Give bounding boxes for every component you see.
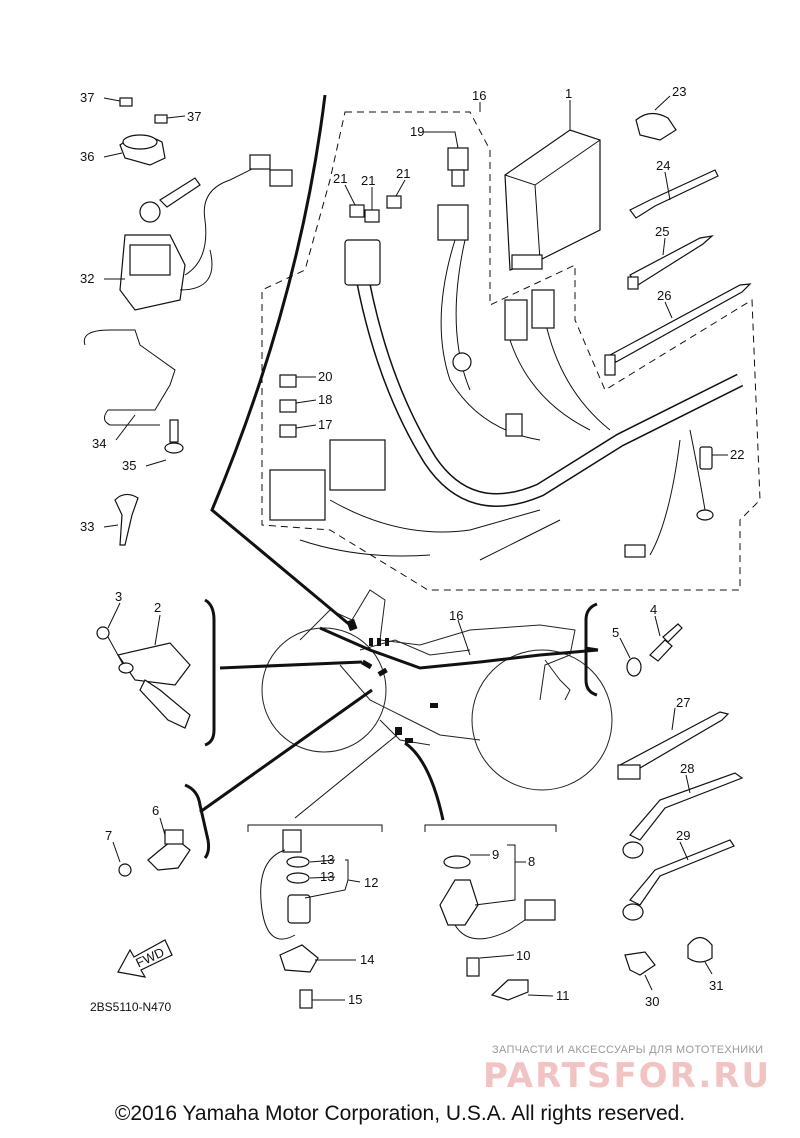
callout-21-c: 21	[396, 166, 410, 181]
callout-28: 28	[680, 761, 694, 776]
forward-arrow-icon: FWD	[117, 939, 173, 978]
callout-9: 9	[492, 847, 499, 862]
callout-36: 36	[80, 149, 94, 164]
band-24	[629, 169, 719, 219]
callout-26: 26	[657, 288, 671, 303]
callout-35: 35	[122, 458, 136, 473]
callout-19: 19	[410, 124, 424, 139]
cable-ties-27-31	[617, 711, 744, 976]
copyright-notice: ©2016 Yamaha Motor Corporation, U.S.A. A…	[114, 1102, 686, 1125]
cable-tie-25	[627, 235, 714, 290]
group-leader-lines	[199, 94, 599, 821]
callout-27: 27	[676, 695, 690, 710]
connector-markers	[346, 618, 438, 743]
sensor-12-assembly	[260, 829, 319, 1009]
callout-14: 14	[360, 952, 374, 967]
relays-17-18-20	[279, 374, 297, 438]
callout-8: 8	[528, 854, 535, 869]
watermark-tagline: ЗАПЧАСТИ И АКСЕССУАРЫ ДЛЯ МОТОТЕХНИКИ	[492, 1044, 764, 1056]
watermark-logo: PARTSFOR.RU	[483, 1056, 772, 1096]
callout-21-a: 21	[333, 171, 347, 186]
callout-20: 20	[318, 369, 332, 384]
switch-4-assembly	[626, 623, 683, 677]
callout-5: 5	[612, 625, 619, 640]
callout-24: 24	[656, 158, 670, 173]
sensor-8-assembly	[439, 855, 556, 1001]
fwd-label: FWD	[133, 944, 166, 970]
callout-33: 33	[80, 519, 94, 534]
callout-13-lower: 13	[320, 869, 334, 884]
callout-4: 4	[650, 602, 657, 617]
callout-2: 2	[154, 600, 161, 615]
callout-29: 29	[676, 828, 690, 843]
callout-10: 10	[516, 948, 530, 963]
motorcycle-outline	[261, 589, 613, 791]
wire-harness	[299, 239, 744, 561]
callout-32: 32	[80, 271, 94, 286]
harness-group-boundary	[261, 111, 761, 591]
callout-11: 11	[556, 988, 570, 1003]
clamp-23	[635, 112, 677, 141]
callout-23: 23	[672, 84, 686, 99]
callout-16-top: 16	[472, 88, 486, 103]
callout-12: 12	[364, 875, 378, 890]
main-switch-assembly	[83, 97, 293, 546]
fuse-connector-19	[447, 147, 469, 187]
harness-connectors	[269, 204, 646, 558]
callout-34: 34	[92, 436, 106, 451]
bolt-22	[696, 446, 714, 521]
ecu-unit	[504, 129, 601, 271]
callout-22: 22	[730, 447, 744, 462]
callout-30: 30	[645, 994, 659, 1009]
group-brackets	[184, 598, 598, 859]
callout-1: 1	[565, 86, 572, 101]
sensor-2-assembly	[96, 626, 191, 729]
switch-6-assembly	[118, 829, 191, 877]
callout-6: 6	[152, 803, 159, 818]
cable-tie-26	[604, 283, 752, 376]
callout-31: 31	[709, 978, 723, 993]
callout-15: 15	[348, 992, 362, 1007]
wire-harness-bike-path	[319, 626, 599, 670]
callout-16-bike: 16	[449, 608, 463, 623]
callout-21-b: 21	[361, 173, 375, 188]
callout-37-left: 37	[80, 90, 94, 105]
catalog-code: 2BS5110-N470	[90, 1000, 172, 1014]
callout-18: 18	[318, 392, 332, 407]
callout-7: 7	[105, 828, 112, 843]
callout-3: 3	[115, 589, 122, 604]
callout-13-upper: 13	[320, 852, 334, 867]
callout-25: 25	[655, 224, 669, 239]
callout-37-right: 37	[187, 109, 201, 124]
callout-17: 17	[318, 417, 332, 432]
fuses-21	[349, 195, 402, 223]
